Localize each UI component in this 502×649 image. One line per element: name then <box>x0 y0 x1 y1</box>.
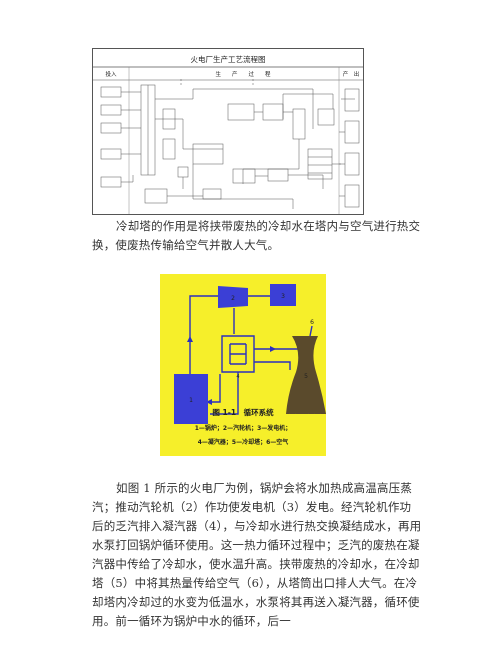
figure2-title: 图 1-1 循环系统 <box>212 407 274 417</box>
turbine <box>218 286 248 308</box>
paragraph-cooling-tower: 冷却塔的作用是将挟带废热的冷却水在塔内与空气进行热交换，使废热传输给空气并散人大… <box>92 217 422 255</box>
boiler <box>174 374 208 424</box>
air-label: 6 <box>310 319 314 326</box>
figure2-legend-line1: 1—锅炉；2—汽轮机；3—发电机； <box>195 424 292 432</box>
flowchart-col-process: 生 产 过 程 <box>215 70 271 78</box>
turbine-label: 2 <box>231 295 235 302</box>
pipe-lines <box>189 295 313 415</box>
cooling-tower-label: 5 <box>304 373 308 380</box>
generator <box>270 284 296 306</box>
paragraph-power-plant-cycle: 如图 1 所示的火电厂为例，锅炉会将水加热成高温高压蒸汽；推动汽轮机（2）作功使… <box>92 479 422 631</box>
circulation-system-figure: 1 2 3 4 5 6 图 1-1 循环系统 1—锅炉；2—汽轮机；3—发电机；… <box>160 274 326 456</box>
generator-label: 3 <box>281 293 285 300</box>
process-flowchart: 火电厂生产工艺流程图 投入 生 产 过 程 产 出 <box>92 48 364 215</box>
flowchart-col-input: 投入 <box>105 70 117 78</box>
cooling-tower-legs <box>287 413 323 421</box>
cooling-tower <box>286 336 326 414</box>
condenser-label: 4 <box>236 374 239 380</box>
paragraph-cooling-tower-text: 冷却塔的作用是将挟带废热的冷却水在塔内与空气进行热交换，使废热传输给空气并散人大… <box>92 219 421 252</box>
figure2-legend-line2: 4—凝汽器；5—冷却塔；6—空气 <box>198 438 289 446</box>
flowchart-col-output: 产 出 <box>343 70 360 78</box>
flow-arrows <box>187 336 276 405</box>
paragraph-power-plant-cycle-text: 如图 1 所示的火电厂为例，锅炉会将水加热成高温高压蒸汽；推动汽轮机（2）作功使… <box>92 481 422 628</box>
boiler-label: 1 <box>189 397 193 404</box>
flowchart-title: 火电厂生产工艺流程图 <box>191 54 266 64</box>
flowchart-schematic <box>100 79 360 209</box>
